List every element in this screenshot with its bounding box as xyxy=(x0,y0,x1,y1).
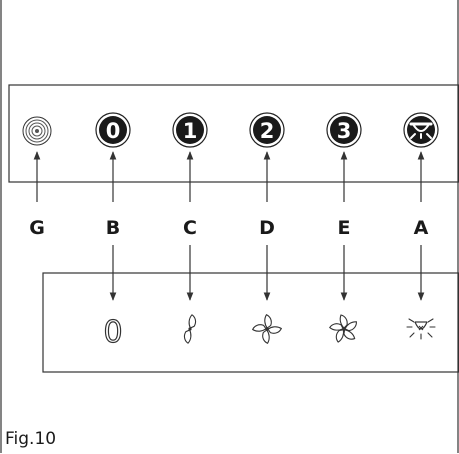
label-g: G xyxy=(29,217,45,239)
button-1-symbol: 1 xyxy=(183,119,198,143)
button-2-icon xyxy=(253,116,281,144)
button-1[interactable]: 1 xyxy=(172,112,208,148)
button-2-symbol: 2 xyxy=(260,119,275,143)
fan-5-blade-icon xyxy=(328,314,359,344)
indicator-panel xyxy=(42,272,459,373)
button-2[interactable]: 2 xyxy=(249,112,285,148)
button-0[interactable]: 0 xyxy=(95,112,131,148)
off-zero-icon: 0 xyxy=(103,315,122,350)
button-3-icon xyxy=(330,116,358,144)
button-3-symbol: 3 xyxy=(337,119,352,143)
figure-label: Fig.10 xyxy=(5,429,56,449)
label-c: C xyxy=(183,217,197,239)
button-0-icon xyxy=(99,116,127,144)
label-b: B xyxy=(106,217,120,239)
button-0-symbol: 0 xyxy=(106,119,121,143)
spiral-icon xyxy=(22,116,52,146)
control-panel xyxy=(8,84,459,183)
light-button[interactable] xyxy=(403,112,439,148)
fan-4-blade-icon xyxy=(252,314,282,344)
light-button-icon xyxy=(409,122,433,139)
spiral-button-g[interactable] xyxy=(22,116,52,146)
label-e: E xyxy=(338,217,351,239)
lamp-icon xyxy=(406,318,436,340)
label-d: D xyxy=(259,217,275,239)
button-1-icon xyxy=(176,116,204,144)
button-3[interactable]: 3 xyxy=(326,112,362,148)
fan-2-blade-icon xyxy=(181,313,199,345)
label-a: A xyxy=(414,217,429,239)
